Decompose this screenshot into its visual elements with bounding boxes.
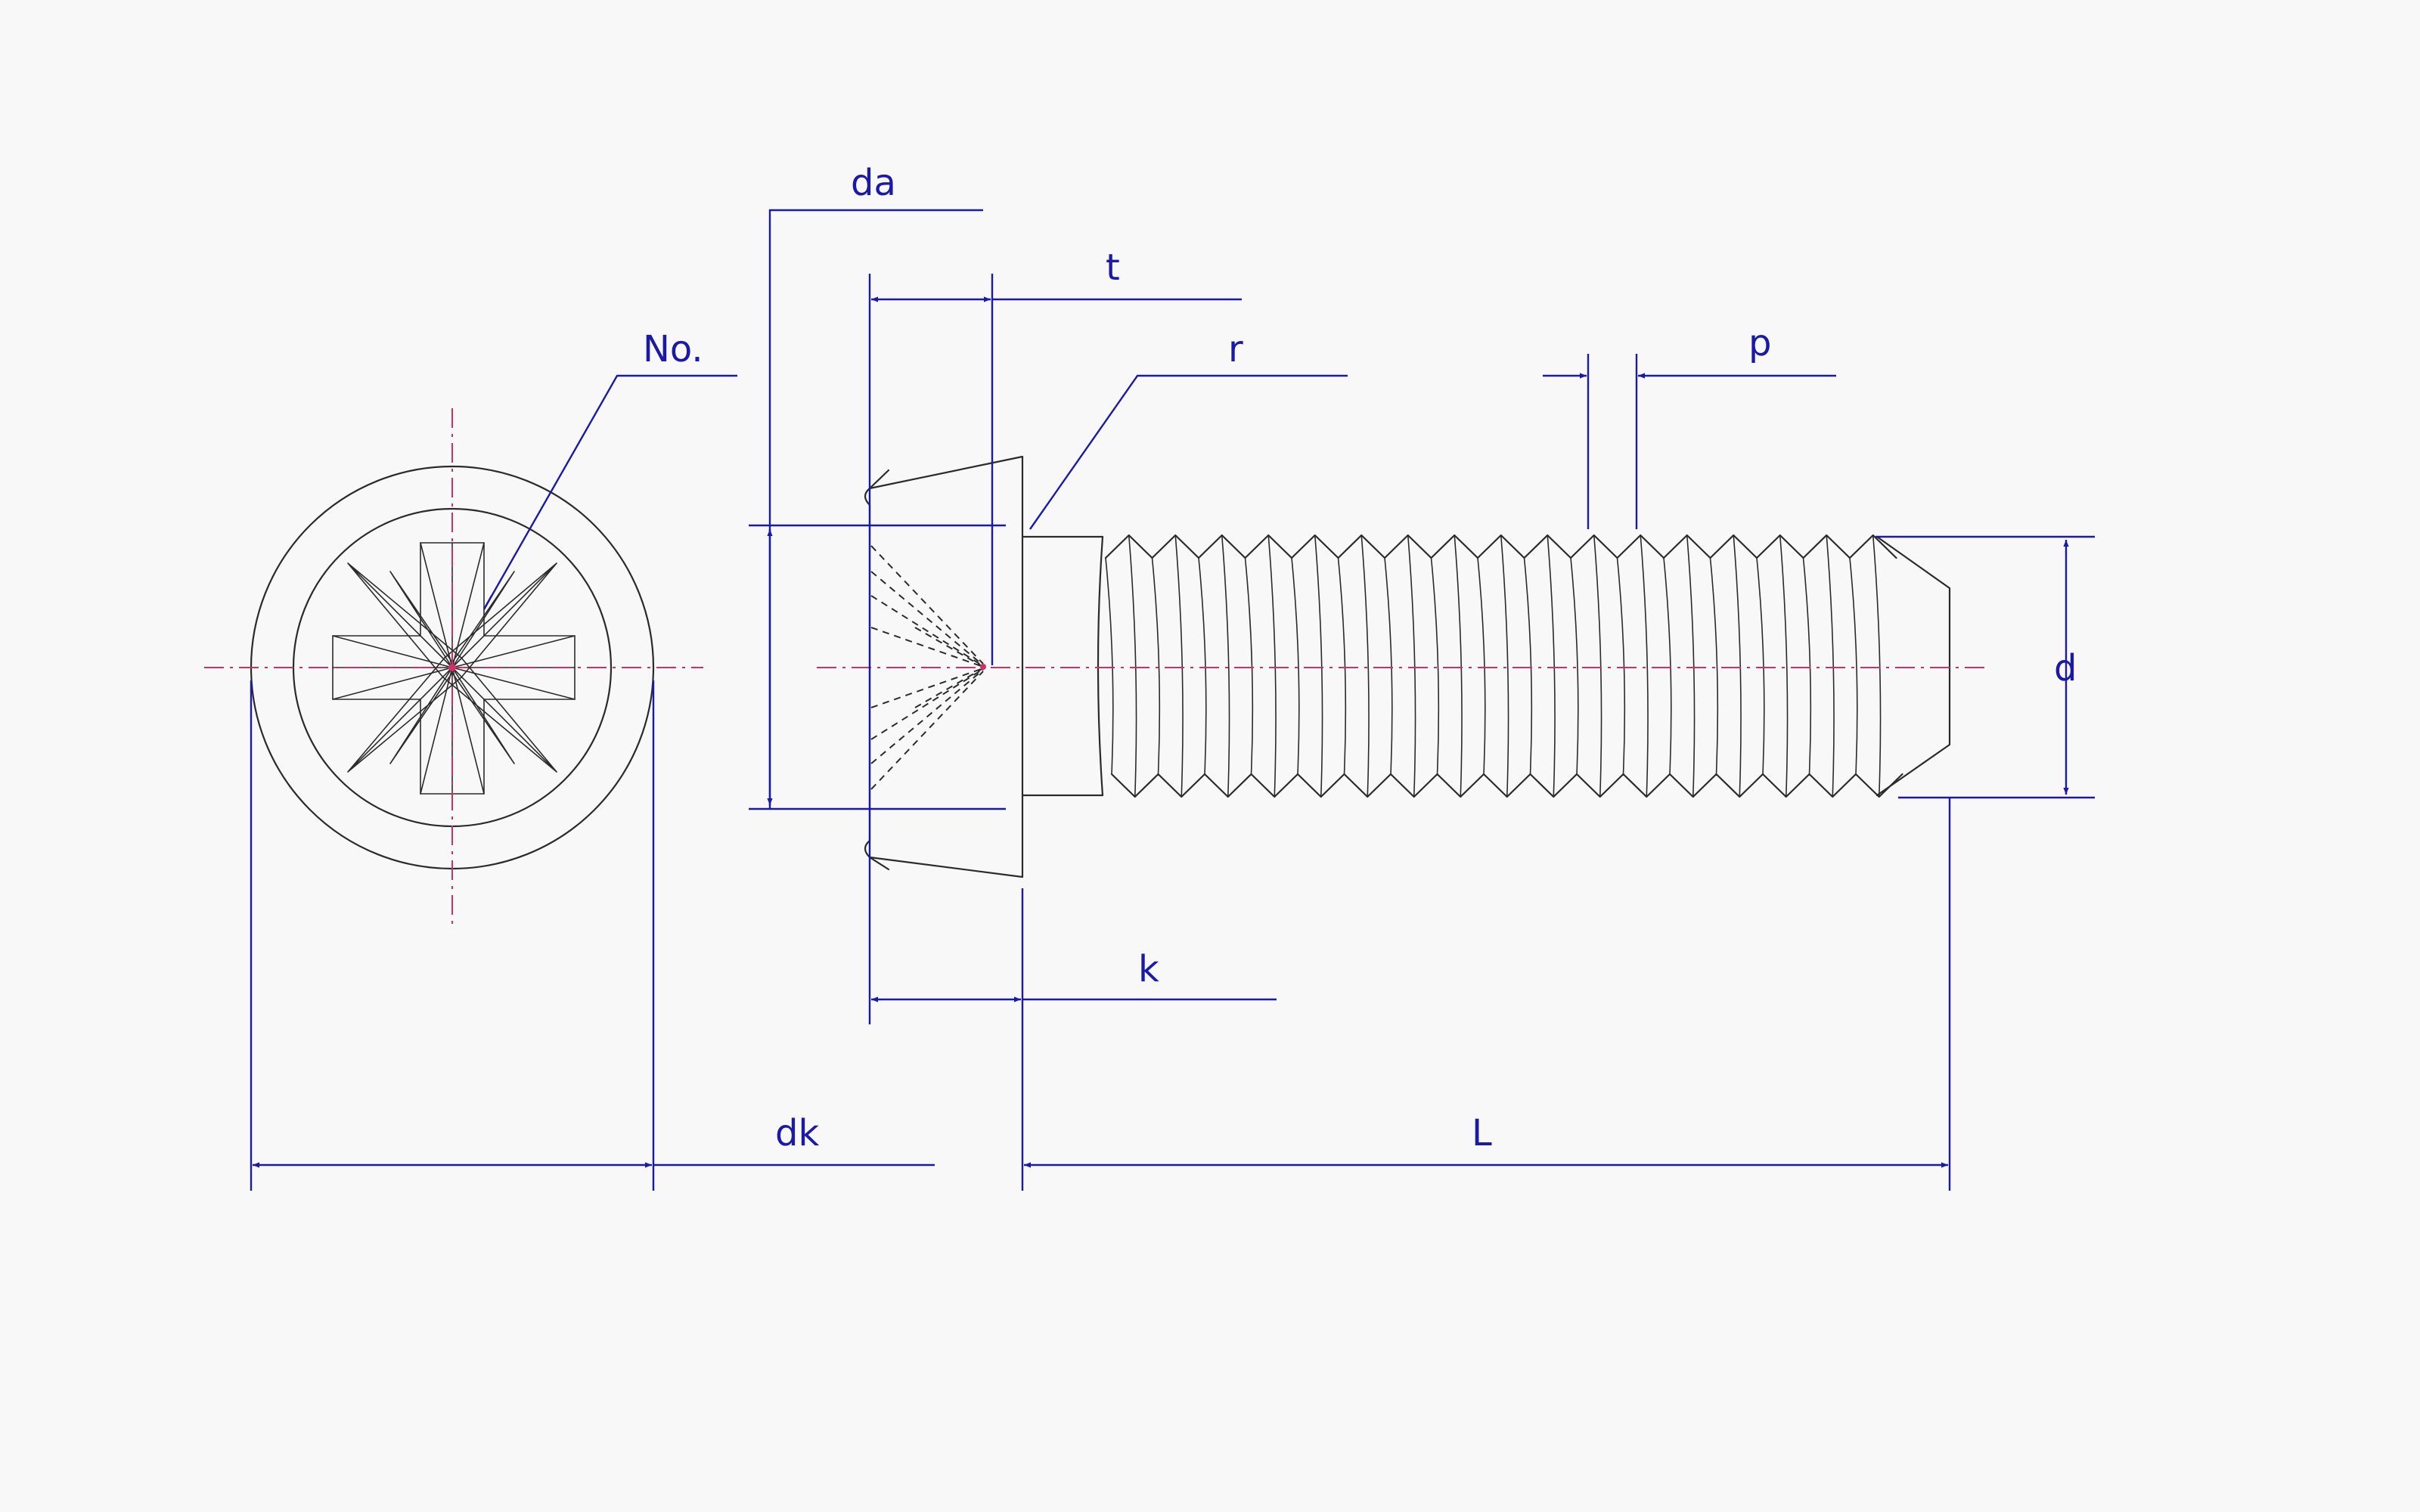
- shank-start: [1097, 535, 1104, 797]
- label-r: r: [1228, 328, 1243, 370]
- label-da: da: [851, 162, 896, 204]
- label-t: t: [1106, 246, 1120, 289]
- leader-no-tip: [482, 595, 493, 610]
- head-chamfer-top: [868, 469, 890, 490]
- side-view-shank: [1021, 534, 1951, 798]
- label-no: No.: [643, 328, 703, 370]
- label-k: k: [1138, 948, 1159, 990]
- head-chamfer-bottom: [868, 856, 890, 871]
- thread-tip-chamfer: [1876, 535, 1951, 797]
- front-view-centerlines: [204, 408, 703, 926]
- label-d: d: [2054, 647, 2077, 689]
- label-L: L: [1472, 1112, 1492, 1154]
- recess-apex-dot: [980, 664, 986, 670]
- dimension-lines: [250, 209, 2095, 1191]
- dimension-labels: No. da t r p d k dk L: [643, 162, 2077, 1154]
- leader-r: [1029, 374, 1348, 530]
- recess-hidden-lines: [870, 545, 984, 790]
- leader-no: [482, 374, 737, 610]
- thread-flank-lines: [1105, 534, 1882, 798]
- label-p: p: [1748, 322, 1771, 364]
- label-dk: dk: [775, 1112, 819, 1154]
- pozi-star-rays: [347, 562, 557, 773]
